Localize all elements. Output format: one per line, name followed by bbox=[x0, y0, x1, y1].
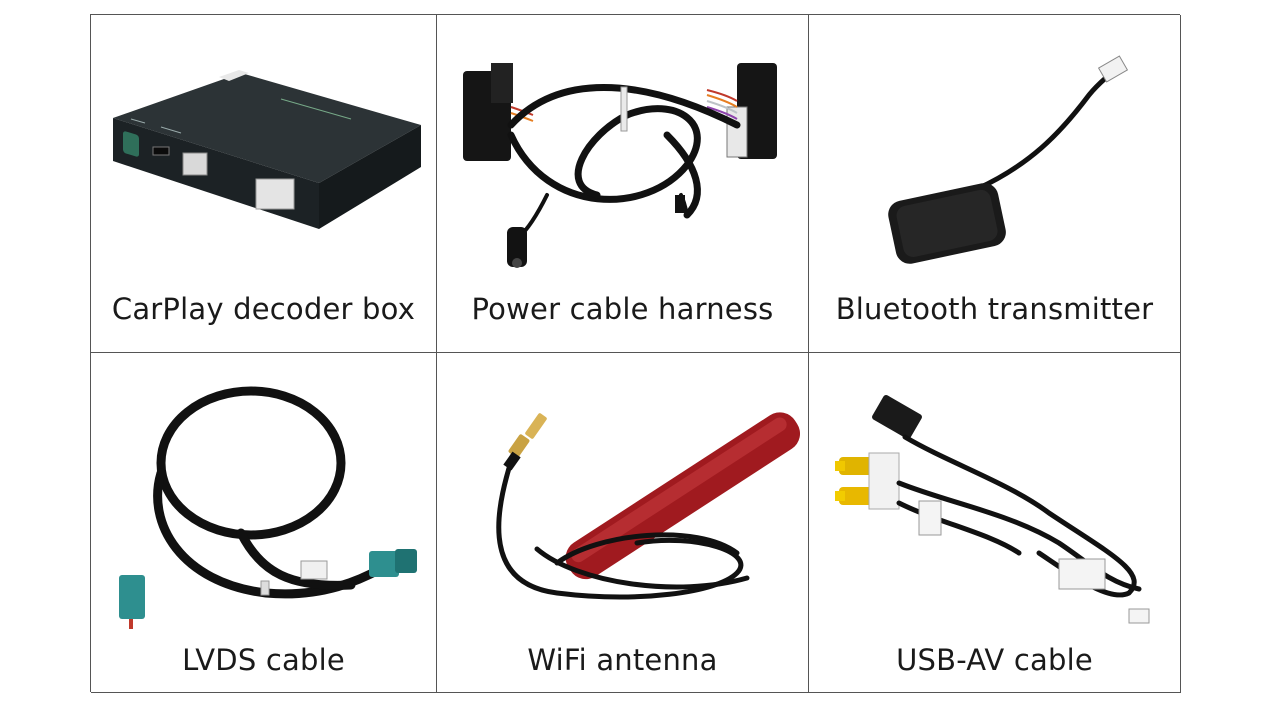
product-label: Power cable harness bbox=[471, 292, 774, 326]
product-cell-decoder-box: CarPlay decoder box bbox=[91, 15, 437, 353]
decoder-box-icon bbox=[113, 70, 421, 229]
bluetooth-transmitter-icon bbox=[888, 55, 1129, 264]
product-cell-bluetooth-transmitter: Bluetooth transmitter bbox=[809, 15, 1181, 353]
power-harness-icon bbox=[463, 63, 777, 268]
product-label: WiFi antenna bbox=[527, 643, 718, 677]
product-grid: CarPlay decoder box bbox=[90, 14, 1181, 693]
product-label: CarPlay decoder box bbox=[111, 292, 416, 326]
product-label: USB-AV cable bbox=[896, 643, 1093, 677]
product-label: Bluetooth transmitter bbox=[835, 292, 1154, 326]
wifi-antenna-icon bbox=[496, 412, 801, 600]
product-cell-wifi-antenna: WiFi antenna bbox=[437, 353, 809, 693]
product-cell-usb-av-cable: USB-AV cable bbox=[809, 353, 1181, 693]
product-label: LVDS cable bbox=[182, 643, 345, 677]
usb-av-cable-icon bbox=[835, 394, 1150, 624]
product-cell-lvds-cable: LVDS cable bbox=[91, 353, 437, 693]
lvds-cable-icon bbox=[119, 386, 417, 629]
product-cell-power-harness: Power cable harness bbox=[437, 15, 809, 353]
